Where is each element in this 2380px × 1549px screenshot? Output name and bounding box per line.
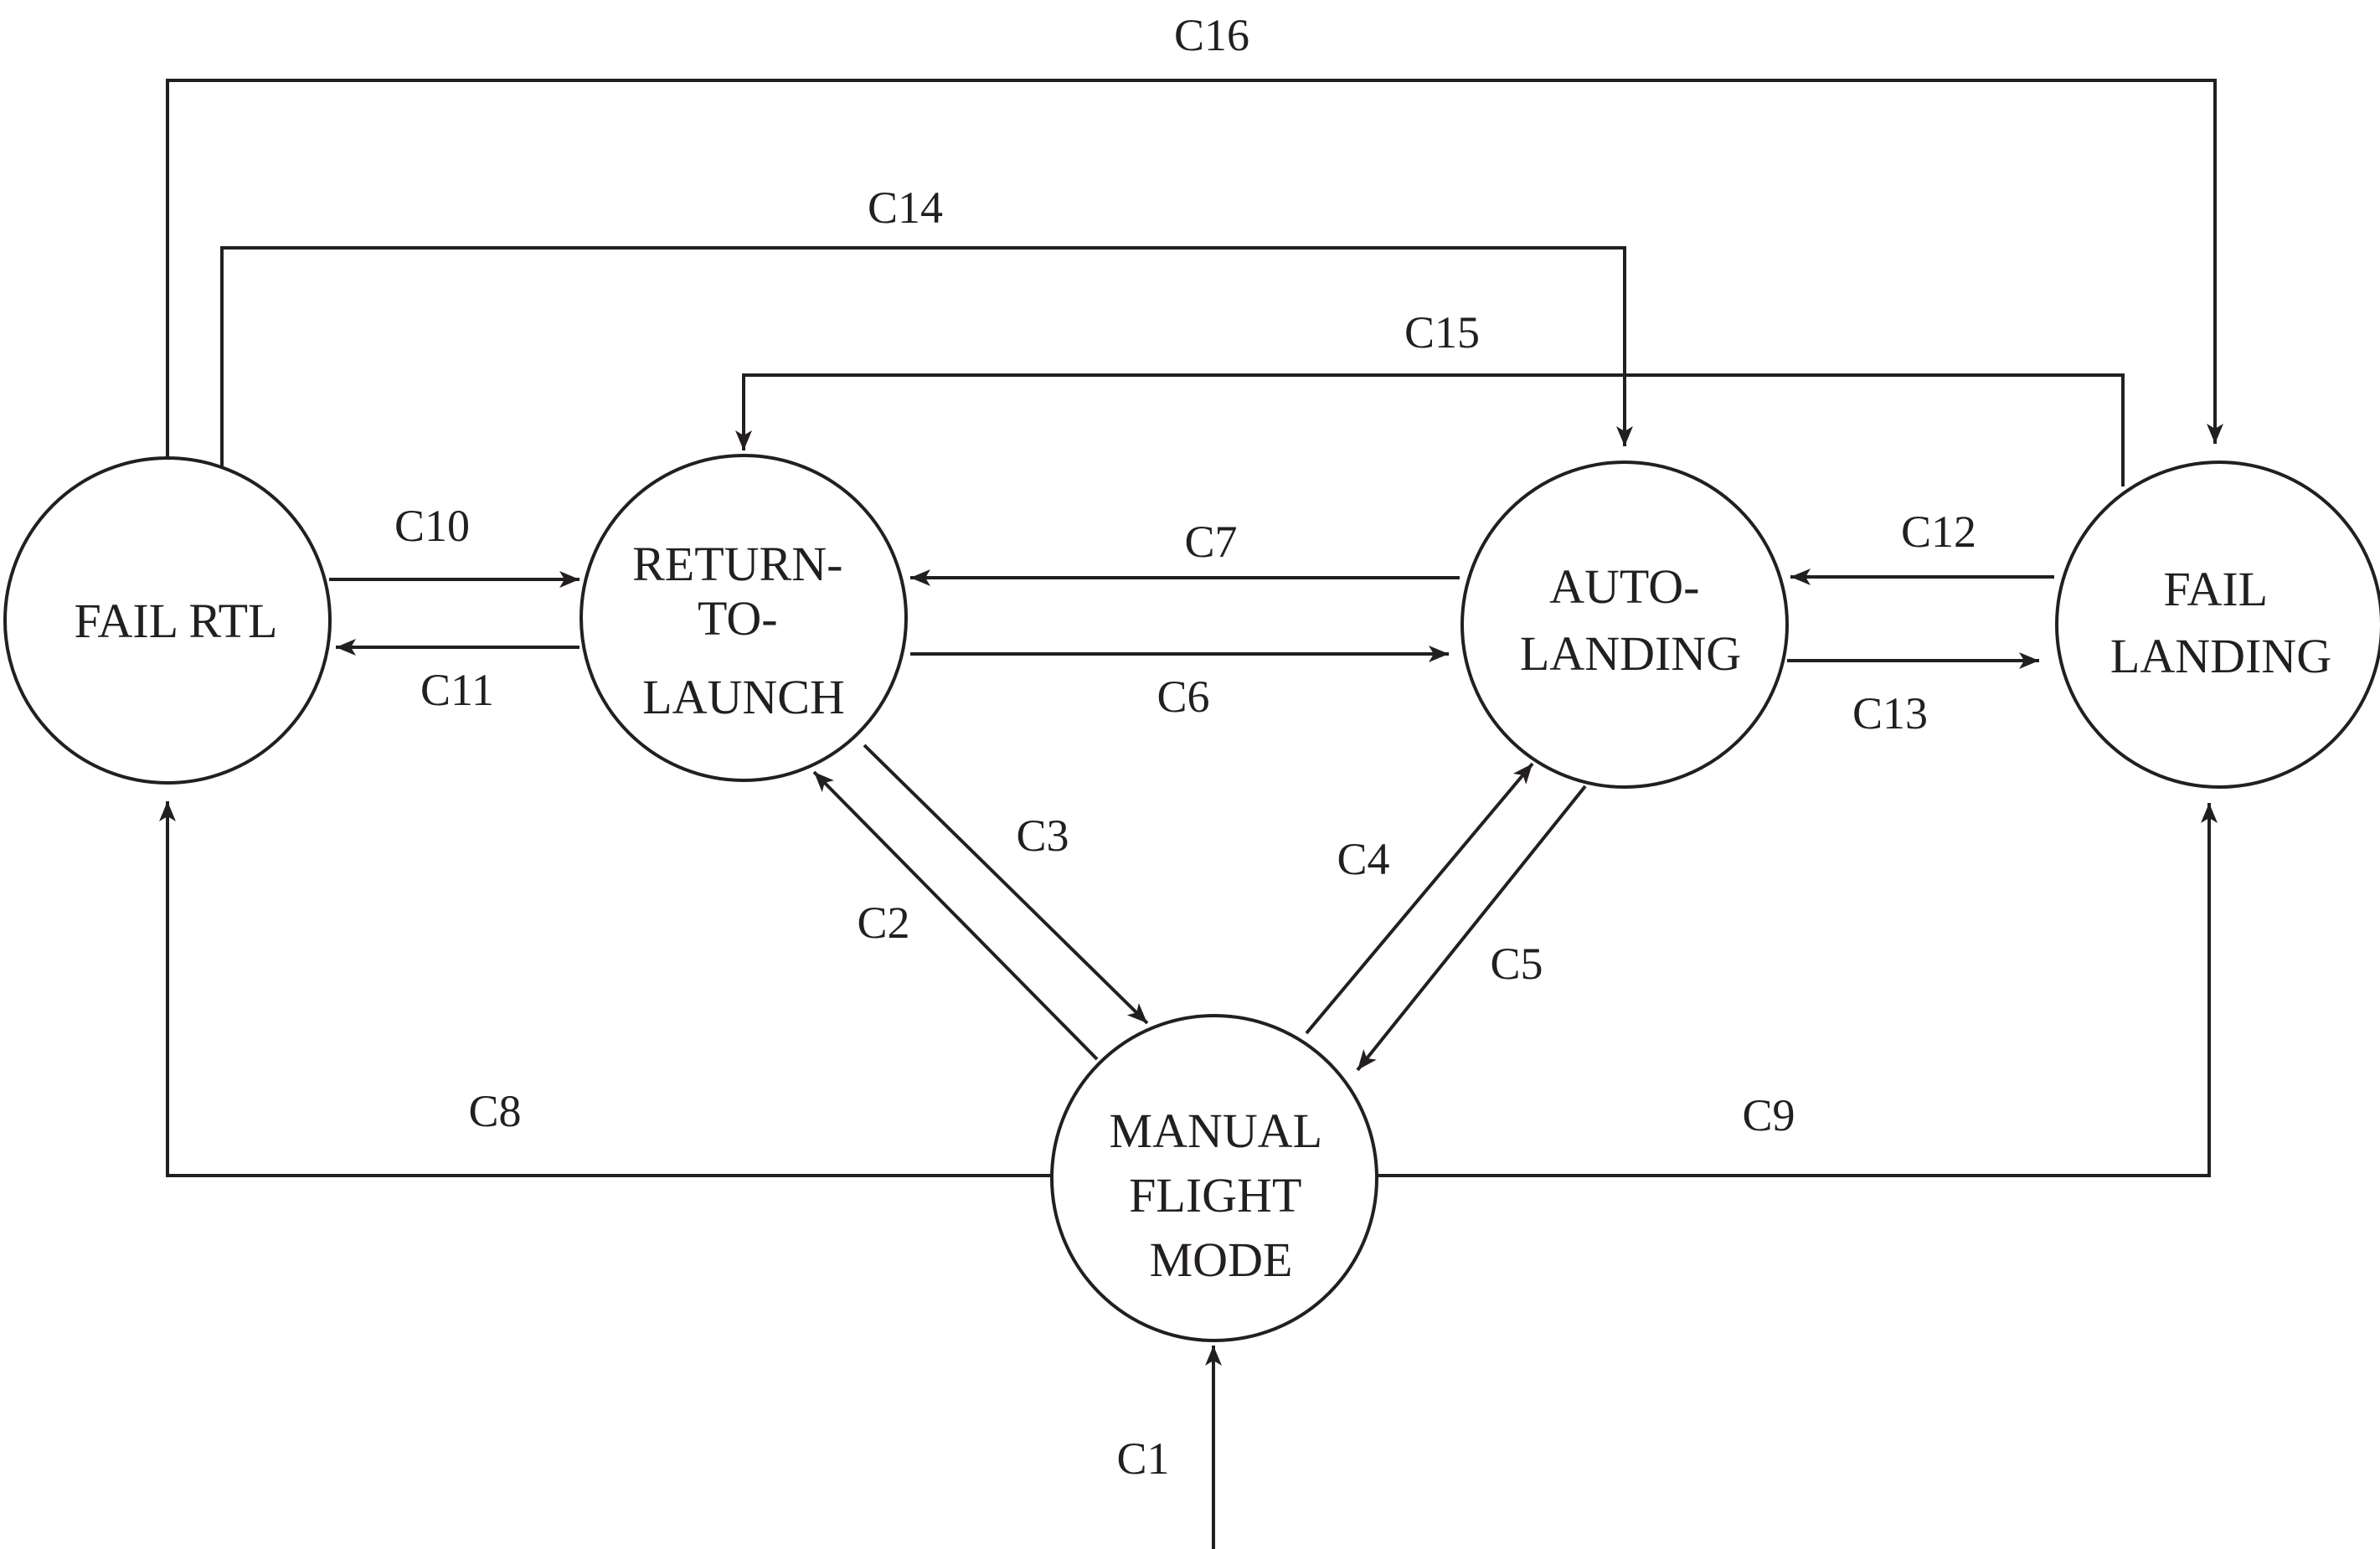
edge-label-c10: C10 bbox=[394, 501, 470, 551]
edge-label-c6: C6 bbox=[1157, 672, 1209, 722]
edge-label-c9: C9 bbox=[1742, 1090, 1795, 1140]
svg-text:RETURN- TO- LAUNCH: RETURN- TO- LAUNCH bbox=[632, 537, 855, 724]
edge-label-c3: C3 bbox=[1016, 811, 1069, 861]
state-manual-label-line-2: FLIGHT bbox=[1129, 1168, 1301, 1222]
edge-label-c5: C5 bbox=[1490, 939, 1543, 989]
state-fail-landing-label-line-2: LANDING bbox=[2110, 629, 2331, 683]
edge-c2 bbox=[812, 770, 1099, 1061]
edge-c4 bbox=[1305, 762, 1534, 1035]
edge-c8 bbox=[159, 801, 1051, 1177]
state-auto-landing-label-line-1: AUTO- bbox=[1549, 559, 1699, 614]
edge-label-c16: C16 bbox=[1174, 10, 1249, 60]
state-manual-label-line-1: MANUAL bbox=[1110, 1104, 1321, 1158]
edge-c16 bbox=[166, 79, 2223, 459]
edge-label-c14: C14 bbox=[868, 183, 943, 233]
edge-c3 bbox=[863, 744, 1149, 1025]
svg-text:FAIL LANDING: FAIL LANDING bbox=[2110, 562, 2331, 683]
state-return-to-launch: RETURN- TO- LAUNCH bbox=[580, 454, 908, 782]
state-fail-rtl: FAIL RTL bbox=[3, 456, 332, 785]
state-rtl-label-line-2: TO- bbox=[698, 591, 778, 646]
state-auto-landing-label-line-2: LANDING bbox=[1520, 626, 1741, 681]
edge-label-c4: C4 bbox=[1337, 834, 1389, 884]
edge-label-c1: C1 bbox=[1116, 1433, 1169, 1484]
edge-label-c2: C2 bbox=[857, 898, 909, 948]
edge-label-c8: C8 bbox=[468, 1086, 521, 1136]
edge-label-c15: C15 bbox=[1404, 307, 1480, 358]
edge-c5 bbox=[1356, 785, 1587, 1072]
edge-c15 bbox=[735, 373, 2125, 486]
state-fail-landing-label-line-1: FAIL bbox=[2164, 562, 2266, 616]
state-fail-landing: FAIL LANDING bbox=[2055, 461, 2380, 789]
state-auto-landing: AUTO- LANDING bbox=[1460, 461, 1789, 789]
state-fail-rtl-label: FAIL RTL bbox=[75, 594, 278, 648]
edge-c9 bbox=[1378, 803, 2218, 1177]
state-rtl-label-line-3: LAUNCH bbox=[642, 670, 845, 724]
edge-label-c12: C12 bbox=[1901, 507, 1976, 557]
state-manual-flight-mode: MANUAL FLIGHT MODE bbox=[1050, 1014, 1378, 1342]
edge-label-c7: C7 bbox=[1184, 517, 1237, 567]
edge-label-c13: C13 bbox=[1852, 688, 1928, 738]
svg-text:FAIL RTL: FAIL RTL bbox=[75, 594, 278, 648]
state-manual-label-line-3: MODE bbox=[1150, 1233, 1293, 1287]
svg-text:MANUAL FLIGHT MODE: MANUAL FLIGHT MODE bbox=[1110, 1104, 1333, 1287]
svg-text:AUTO- LANDING: AUTO- LANDING bbox=[1520, 559, 1741, 681]
state-rtl-label-line-1: RETURN- bbox=[632, 537, 842, 591]
edge-label-c11: C11 bbox=[420, 665, 494, 715]
edge-c14 bbox=[220, 246, 1633, 469]
